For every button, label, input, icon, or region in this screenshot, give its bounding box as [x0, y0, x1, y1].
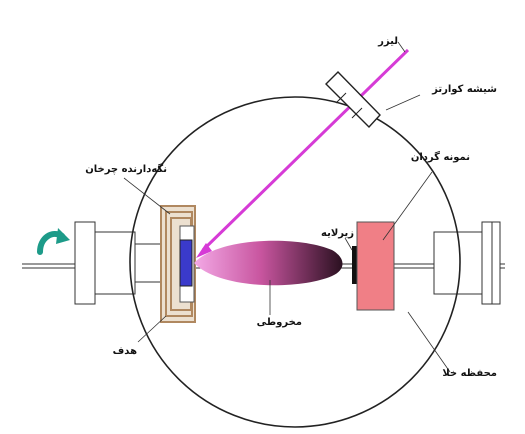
label-cone: مخروطی	[257, 317, 302, 328]
label-substrate: زیرلایه	[321, 228, 354, 239]
label-vacuum-chamber: محفظه خلا	[442, 368, 497, 379]
left-port	[74, 221, 162, 305]
label-rotating-holder: نگه‌دارنده چرخان	[85, 162, 167, 175]
substrate	[352, 246, 357, 284]
right-port	[433, 221, 501, 305]
curved-arrow-icon	[37, 228, 70, 255]
sample-rotator	[356, 221, 395, 311]
quartz-window	[325, 71, 381, 129]
label-sample-rotator: نمونه گردان	[411, 150, 470, 163]
target	[179, 239, 193, 287]
laser-beam	[196, 48, 410, 258]
label-laser: لیزر	[377, 36, 398, 47]
leader-lines	[123, 41, 451, 373]
vacuum-chamber	[129, 96, 461, 428]
laser-arrowhead	[196, 243, 212, 258]
plasma-plume	[194, 240, 343, 286]
label-quartz-glass: شیشه کوارتز	[431, 84, 497, 95]
label-target: هدف	[113, 346, 137, 357]
